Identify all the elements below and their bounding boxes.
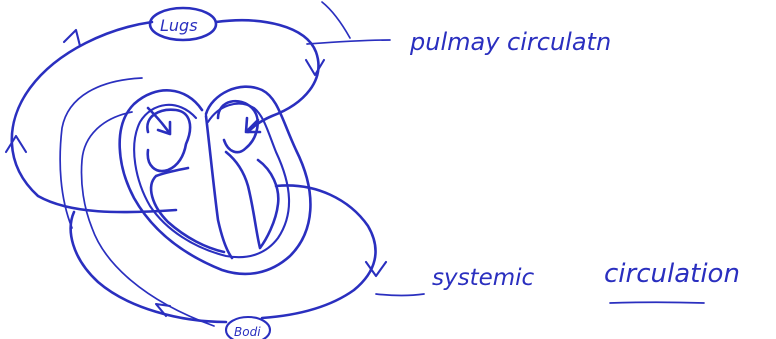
pulmonary-arrow-top [64,30,80,46]
heart-inner-outline [134,104,289,258]
systemic-underline [610,302,704,303]
stray-stroke [322,2,350,38]
systemic-word: systemic [432,265,535,291]
circulation-word: circulation [604,259,740,289]
right-ventricle [226,152,278,248]
pulmonary-circulation-label: pulmay circulatn [409,28,611,56]
pulmonary-arrow-left [6,136,26,152]
systemic-left-path [71,212,226,322]
septum [206,116,232,258]
heart [120,87,311,274]
systemic-pointer [376,294,424,296]
body-node: Bodi [226,317,270,339]
pulmonary-right-path [216,20,318,132]
pulmonary-inner-path [60,78,142,228]
pulmonary-arrow-right [306,60,324,75]
left-atrium [147,110,190,171]
lungs-label: Lugs [160,16,198,35]
pulmonary-pointer [307,40,390,44]
lungs-node: Lugs [150,8,216,40]
body-label: Bodi [234,325,261,339]
